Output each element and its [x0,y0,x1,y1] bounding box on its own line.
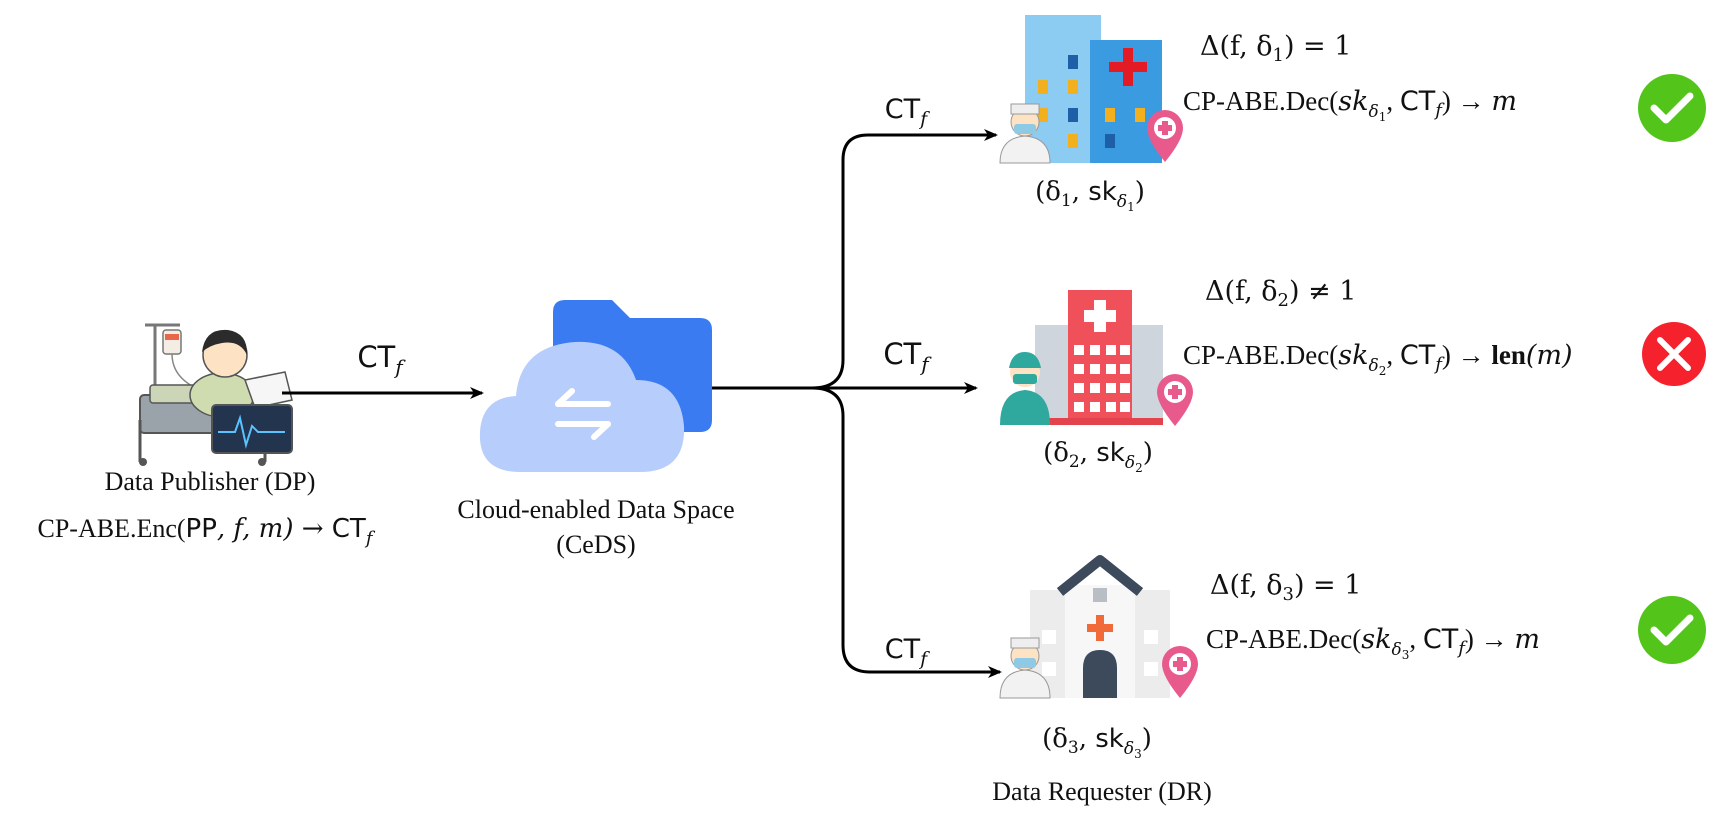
publisher-enc-formula: CP-ABE.Enc(PP, f, m) → CTf [38,514,376,549]
surgeon-icon [1000,352,1050,425]
requester-label: Data Requester (DR) [992,777,1211,806]
arrow-to-dr3 [811,386,1002,678]
ceds-label-line1: Cloud-enabled Data Space [457,495,734,524]
id-dr2: (δ2, skδ2) [1043,438,1153,475]
dec-dr2: CP-ABE.Dec(skδ2, CTf) → len(m) [1183,340,1573,378]
dec-dr1: CP-ABE.Dec(skδ1, CTf) → m [1183,86,1517,124]
location-pin-icon [1162,646,1198,698]
delta-dr2: Δ(f, δ2) ≠ 1 [1205,276,1356,311]
ct-label-dr3: CTf [885,634,930,670]
dec-dr3: CP-ABE.Dec(skδ3, CTf) → m [1206,624,1540,662]
patient-bed-icon [138,323,293,466]
cross-icon [1642,322,1706,386]
publisher-label: Data Publisher (DP) [105,467,316,496]
delta-dr3: Δ(f, δ3) = 1 [1210,570,1361,605]
doctor-icon [999,637,1051,699]
check-icon [1638,596,1706,664]
hospital-blue-icon [1025,15,1162,163]
delta-dr1: Δ(f, δ1) = 1 [1200,31,1351,66]
location-pin-icon [1157,374,1193,426]
ct-label-dr1: CTf [885,94,930,130]
id-dr3: (δ3, skδ3) [1042,724,1152,761]
arrows [282,129,1002,678]
hospital-red-icon [1035,290,1163,425]
check-icon [1638,74,1706,142]
ct-label-dr2: CTf [883,337,932,376]
id-dr1: (δ1, skδ1) [1035,177,1145,214]
doctor-icon [999,103,1051,164]
ceds-label-line2: (CeDS) [556,530,635,559]
location-pin-icon [1147,110,1183,162]
cloud-folder-icon [479,300,712,472]
arrow-to-dr1 [811,129,998,390]
clinic-grey-icon [1030,555,1170,698]
ct-label-dp: CTf [357,340,406,379]
